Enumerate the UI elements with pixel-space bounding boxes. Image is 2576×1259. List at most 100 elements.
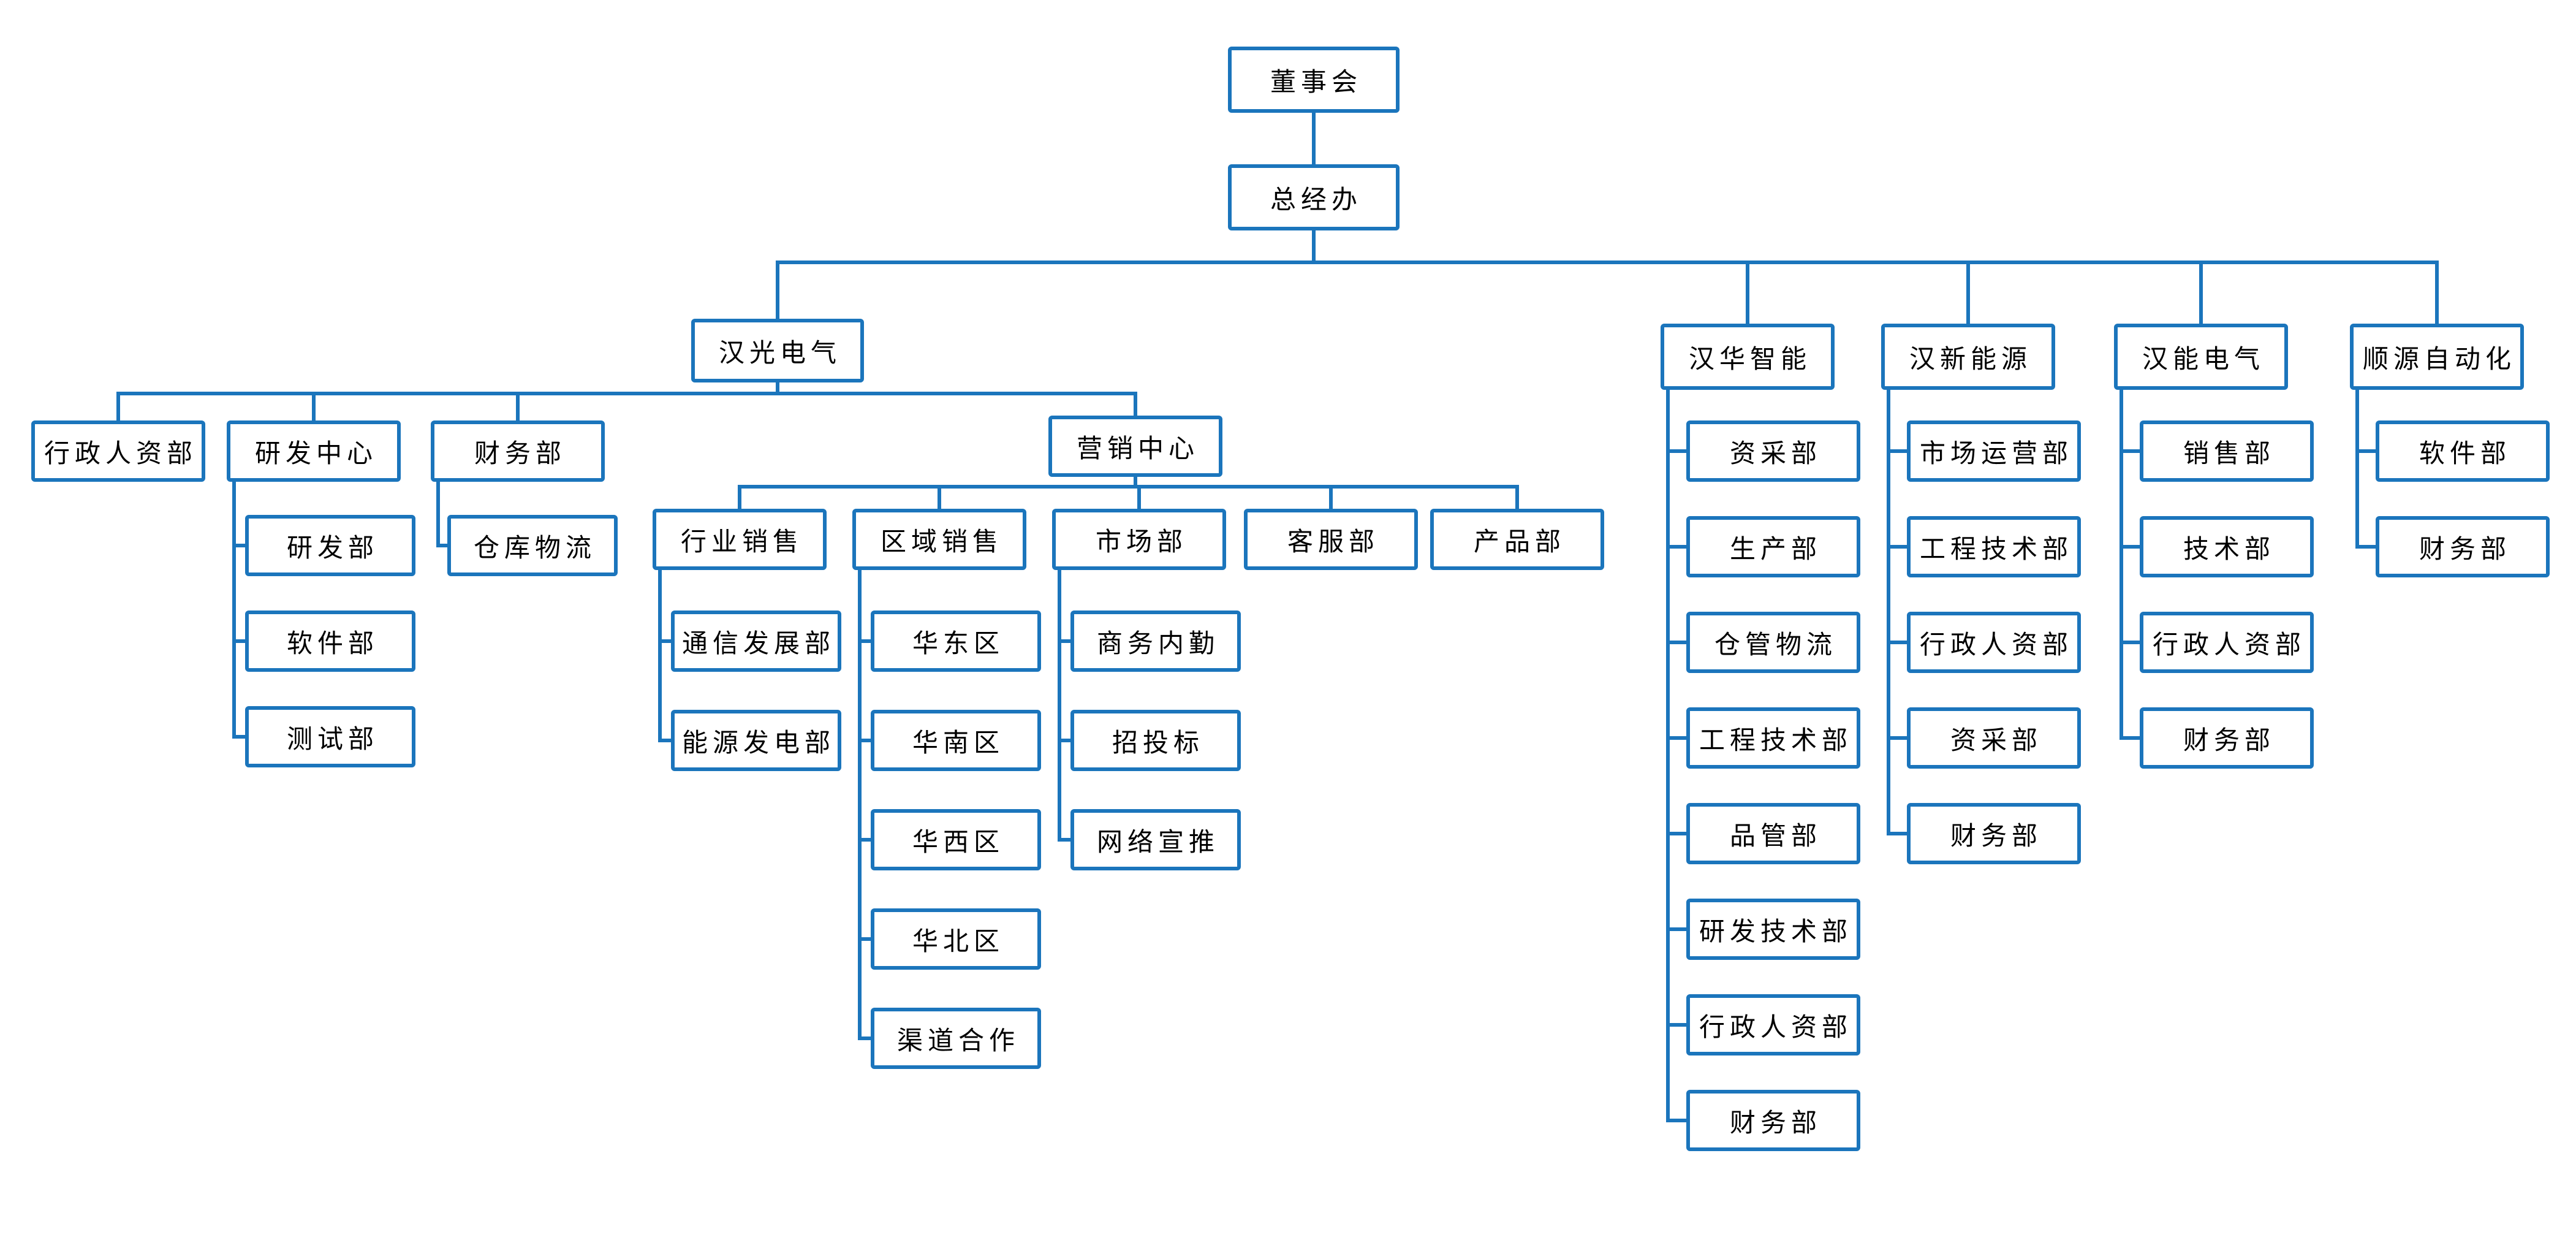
connector-line [1666, 545, 1688, 549]
org-node-hanhua-engineering: 工程技术部 [1686, 707, 1860, 769]
connector-line [1887, 449, 1909, 453]
org-node-hanneng-finance: 财务部 [2140, 707, 2314, 769]
org-node-online-promotion: 网络宣推 [1070, 809, 1241, 870]
org-node-label: 总经办 [1270, 186, 1362, 215]
org-node-hanxin-energy: 汉新能源 [1881, 324, 2055, 390]
org-node-label: 研发中心 [254, 439, 377, 468]
connector-line [2355, 388, 2359, 549]
org-node-label: 销售部 [2183, 439, 2275, 468]
org-node-label: 华东区 [912, 630, 1004, 658]
connector-line [1746, 261, 1749, 325]
org-node-label: 行政人资部 [1699, 1013, 1852, 1042]
org-node-label: 汉新能源 [1909, 345, 2032, 374]
org-node-label: 研发部 [286, 534, 379, 563]
org-node-hanneng-admin-hr: 行政人资部 [2140, 612, 2314, 673]
org-node-label: 客服部 [1287, 528, 1379, 557]
org-node-label: 软件部 [286, 630, 379, 658]
org-node-label: 财务部 [2419, 535, 2511, 564]
connector-line [858, 739, 873, 742]
connector-line [436, 480, 440, 547]
connector-line [658, 739, 673, 742]
connector-line [116, 392, 120, 422]
org-node-sales-dept: 销售部 [2140, 420, 2314, 482]
connector-line [2120, 736, 2142, 740]
connector-line [2120, 641, 2142, 644]
connector-line [1887, 388, 1890, 835]
org-node-label: 研发技术部 [1699, 918, 1852, 946]
org-node-regional-sales: 区域销售 [852, 509, 1026, 570]
connector-line [1887, 641, 1909, 644]
org-node-hanhua-procurement: 资采部 [1686, 420, 1860, 482]
connector-line [1966, 261, 1970, 325]
connector-line [1134, 392, 1137, 417]
org-node-label: 华北区 [912, 927, 1004, 956]
org-node-label: 行政人资部 [44, 439, 197, 468]
connector-line [1058, 639, 1072, 643]
org-node-west-china-region: 华西区 [871, 809, 1041, 870]
org-node-label: 行政人资部 [2152, 631, 2306, 660]
org-node-label: 行政人资部 [1919, 631, 2073, 660]
org-node-shunyuan-software-dept: 软件部 [2376, 420, 2550, 482]
connector-line [1666, 832, 1688, 835]
org-node-label: 汉华智能 [1688, 345, 1811, 374]
org-node-label: 技术部 [2183, 535, 2275, 564]
connector-line [658, 568, 662, 742]
connector-line [1134, 475, 1137, 489]
org-node-label: 能源发电部 [681, 729, 835, 758]
org-node-label: 营销中心 [1076, 435, 1199, 463]
org-node-hanguang-admin-hr: 行政人资部 [31, 420, 205, 482]
connector-line [776, 381, 779, 395]
org-node-hanxin-admin-hr: 行政人资部 [1907, 612, 2081, 673]
org-node-label: 通信发展部 [681, 630, 835, 658]
connector-line [2199, 261, 2203, 325]
org-node-label: 财务部 [1729, 1109, 1822, 1138]
org-node-hanhua-warehouse-logistics: 仓管物流 [1686, 612, 1860, 673]
org-node-shunyuan-automation: 顺源自动化 [2350, 324, 2524, 390]
connector-line [232, 735, 247, 739]
connector-line [938, 485, 941, 511]
org-node-bidding: 招投标 [1070, 710, 1241, 771]
org-node-east-china-region: 华东区 [871, 610, 1041, 672]
org-node-label: 市场部 [1095, 528, 1188, 557]
connector-line [232, 544, 247, 547]
org-node-label: 软件部 [2419, 439, 2511, 468]
connector-line [858, 937, 873, 941]
connector-line [858, 639, 873, 643]
connector-line [232, 480, 236, 739]
connector-line [658, 639, 673, 643]
connector-line [858, 568, 862, 1040]
org-node-label: 渠道合作 [896, 1027, 1020, 1056]
org-node-industry-sales: 行业销售 [653, 509, 827, 570]
org-node-rd-center: 研发中心 [227, 420, 401, 482]
org-node-hanneng-electric: 汉能电气 [2114, 324, 2288, 390]
connector-line [858, 838, 873, 842]
org-node-label: 资采部 [1729, 439, 1822, 468]
org-node-hanhua-admin-hr: 行政人资部 [1686, 994, 1860, 1056]
org-node-label: 行业销售 [680, 528, 803, 557]
org-node-quality-dept: 品管部 [1686, 803, 1860, 864]
org-node-hanxin-procurement: 资采部 [1907, 707, 2081, 769]
connector-line [738, 485, 741, 511]
connector-line [312, 392, 316, 422]
org-node-label: 仓库物流 [473, 534, 596, 563]
org-node-software-dept: 软件部 [245, 610, 415, 672]
org-node-marketing-center: 营销中心 [1048, 416, 1222, 477]
connector-line [2120, 449, 2142, 453]
org-node-label: 华西区 [912, 828, 1004, 857]
org-node-hanxin-finance: 财务部 [1907, 803, 2081, 864]
org-node-label: 网络宣推 [1096, 828, 1219, 857]
connector-line [116, 392, 1137, 395]
org-node-label: 仓管物流 [1714, 631, 1837, 660]
org-node-label: 工程技术部 [1699, 726, 1852, 755]
org-node-label: 汉光电气 [718, 339, 841, 368]
org-node-hanhua-intelligent: 汉华智能 [1661, 324, 1835, 390]
org-node-hanxin-engineering: 工程技术部 [1907, 516, 2081, 577]
connector-line [2355, 545, 2377, 549]
connector-line [1887, 736, 1909, 740]
org-node-rd-dept: 研发部 [245, 515, 415, 576]
org-node-label: 测试部 [286, 725, 379, 754]
connector-line [1666, 1023, 1688, 1027]
org-node-general-manager-office: 总经办 [1228, 164, 1400, 230]
connector-line [1058, 568, 1061, 842]
org-node-label: 品管部 [1729, 822, 1822, 851]
